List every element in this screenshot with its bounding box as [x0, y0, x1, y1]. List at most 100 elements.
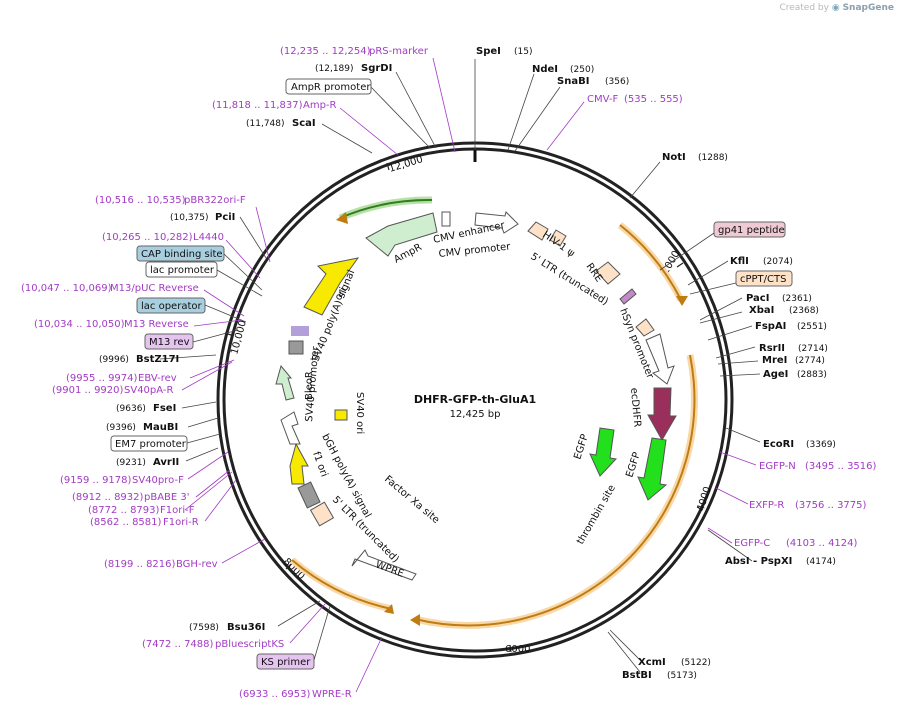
enzyme-bstbi: BstBI [622, 670, 652, 681]
primer-cmv-f: CMV-F [587, 94, 618, 105]
enzyme-fsei-pos: (9636) [116, 404, 146, 414]
primer-f1ori-f-pos: (8772 .. 8793) [88, 505, 160, 516]
enzyme-fspai-pos: (2551) [797, 322, 827, 332]
enzyme-xbai: XbaI [749, 305, 774, 316]
enzyme-bsu36i: Bsu36I [227, 622, 265, 633]
sv40-promoter-arrow [280, 411, 301, 445]
enzyme-labels: SpeI (15) NdeI (250) SnaBI (356) NotI (1… [99, 46, 836, 681]
box-em7-promoter: EM7 promoter [115, 439, 187, 450]
enzyme-ndei: NdeI [532, 64, 558, 75]
label-egfp-1: EGFP [572, 433, 590, 461]
plasmid-length: 12,425 bp [450, 409, 501, 420]
primer-pbluescriptks: pBluescriptKS [215, 639, 284, 650]
enzyme-rsrii: RsrII [759, 343, 785, 354]
primer-amp-r: Amp-R [303, 100, 337, 111]
enzyme-xcmi-pos: (5122) [681, 658, 711, 668]
primer-m13puc: M13/pUC Reverse [110, 283, 199, 294]
ltr-block-2 [309, 501, 335, 527]
enzyme-ecori-pos: (3369) [806, 440, 836, 450]
orange-arcs [289, 196, 698, 629]
enzyme-kfli: KflI [730, 256, 749, 267]
primer-prs-marker-pos: (12,235 .. 12,254) [280, 46, 371, 57]
enzyme-kfli-pos: (2074) [763, 257, 793, 267]
primer-f1ori-r: F1ori-R [163, 517, 199, 528]
primer-sv40pro-f-pos: (9159 .. 9178) [60, 475, 132, 486]
primer-leader-lines [181, 57, 757, 693]
enzyme-maubi-pos: (9396) [106, 423, 136, 433]
enzyme-agei: AgeI [763, 369, 788, 380]
ltr-block [527, 221, 549, 241]
enzyme-sgrdi: SgrDI [361, 63, 392, 74]
primer-prs-marker: pRS-marker [369, 46, 429, 57]
primer-labels: (12,235 .. 12,254) pRS-marker CMV-F (535… [21, 46, 877, 700]
hsyn-arrow [645, 333, 675, 385]
enzyme-bstz17i-pos: (9996) [99, 355, 129, 365]
label-factorxa: Factor Xa site [382, 474, 441, 526]
label-thrombin: thrombin site [575, 483, 618, 546]
boxed-labels: AmpR promoter CAP binding site lac promo… [110, 78, 793, 670]
primer-pbluescriptks-pos: (7472 .. 7488) [142, 639, 214, 650]
primer-m13rev-pos: (10,034 .. 10,050) [34, 319, 125, 330]
label-cmv-promoter: CMV promoter [438, 241, 512, 260]
enzyme-paci: PacI [746, 293, 769, 304]
primer-sv40pro-f: SV40pro-F [132, 475, 184, 486]
box-ampr-promoter: AmpR promoter [291, 82, 371, 93]
cmv-enhancer-arrow [474, 211, 519, 234]
primer-sv40pa-r-pos: (9901 .. 9920) [52, 385, 124, 396]
enzyme-scai: ScaI [292, 118, 316, 129]
credit-brand: SnapGene [842, 3, 894, 13]
egfp-arrow-1 [589, 427, 618, 477]
enzyme-rsrii-pos: (2714) [798, 344, 828, 354]
enzyme-paci-pos: (2361) [782, 294, 812, 304]
bleor-arrow [275, 364, 295, 401]
label-egfp-2: EGFP [624, 451, 642, 479]
enzyme-xbai-pos: (2368) [789, 306, 819, 316]
label-bleor: BleoR [304, 371, 315, 400]
primer-pbr322ori-f: pBR322ori-F [184, 195, 246, 206]
label-sv40ori: SV40 ori [354, 392, 365, 434]
primer-egfp-c: EGFP-C [734, 538, 770, 549]
primer-bgh-rev-pos: (8199 .. 8216) [104, 559, 176, 570]
label-rre: RRE [584, 261, 605, 284]
wpre-arrow [351, 549, 417, 581]
enzyme-maubi: MauBI [143, 422, 178, 433]
enzyme-absi-pspxi-pos: (4174) [806, 557, 836, 567]
psi-block [549, 229, 567, 247]
enzyme-fspai: FspAI [755, 321, 786, 332]
label-ampr: AmpR [392, 242, 424, 266]
f1-block [297, 481, 321, 509]
primer-pbabe3-pos: (8912 .. 8932) [72, 492, 144, 503]
primer-f1ori-f: F1ori-F [160, 505, 195, 516]
tick-6000: 6000 [505, 644, 530, 655]
snapgene-credit: Created by ◉ SnapGene [779, 3, 894, 13]
features [275, 211, 677, 581]
enzyme-agei-pos: (2883) [797, 370, 827, 380]
enzyme-avrii-pos: (9231) [116, 458, 146, 468]
ecdhfr-arrow [647, 387, 677, 442]
rre-block [595, 261, 621, 285]
primer-ebv-rev: EBV-rev [138, 373, 177, 384]
primer-amp-r-pos: (11,818 .. 11,837) [212, 100, 303, 111]
enzyme-bsu36i-pos: (7598) [189, 623, 219, 633]
credit-prefix: Created by [779, 3, 829, 13]
enzyme-noti-pos: (1288) [698, 153, 728, 163]
enzyme-fsei: FseI [153, 403, 176, 414]
label-wpre: WPRE [374, 559, 405, 579]
primer-f1ori-r-pos: (8562 .. 8581) [90, 517, 162, 528]
enzyme-ecori: EcoRI [763, 439, 794, 450]
orange-arrowheads [336, 212, 688, 626]
enzyme-mrei: MreI [762, 355, 787, 366]
primer-exfp-r: EXFP-R [749, 500, 784, 511]
ampr-promoter-block [441, 211, 451, 227]
ampr-arrow [365, 212, 438, 257]
hsyn-block [635, 318, 655, 337]
primer-wpre-r-pos: (6933 .. 6953) [239, 689, 311, 700]
box-leader-lines [186, 232, 737, 661]
enzyme-pcii-pos: (10,375) [170, 213, 209, 223]
primer-pbr322ori-f-pos: (10,516 .. 10,535) [95, 195, 186, 206]
enzyme-absi-pspxi: AbsI - PspXI [725, 556, 792, 567]
box-lac-operator: lac operator [141, 301, 202, 312]
enzyme-spei-pos: (15) [514, 47, 532, 57]
enzyme-mrei-pos: (2774) [795, 356, 825, 366]
